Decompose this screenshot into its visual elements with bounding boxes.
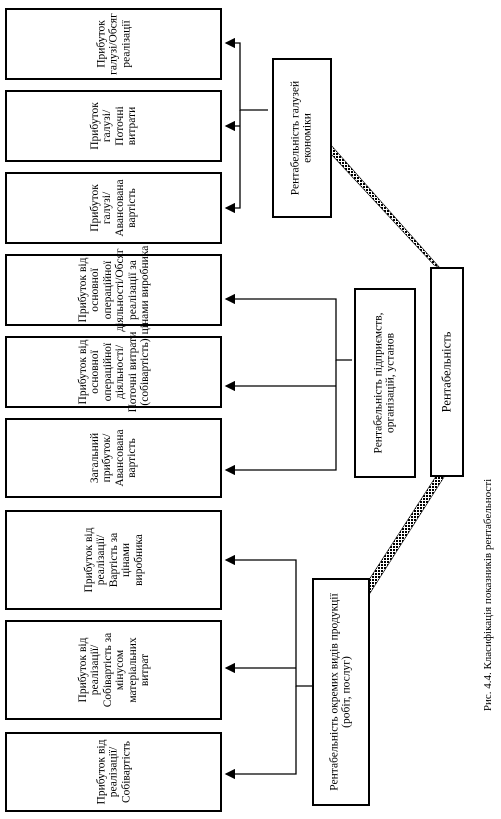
group-label: Рентабельність окремих видів продукції (… [328,593,353,791]
root-box: Рентабельність [430,267,464,477]
leaf-enterprise-sales: Прибуток від основної операційної діяльн… [5,246,222,334]
group-products: Рентабельність окремих видів продукції (… [312,578,370,806]
leaf-industry-sales: Прибуток галузі/Обсяг реалізації [5,8,222,80]
leaf-label: Прибуток від реалізації/Вартість за ціна… [82,527,145,593]
connector-group-3 [224,554,312,780]
root-label: Рентабельність [439,331,454,413]
leaf-label: Прибуток від реалізації/Собівартість за … [76,632,151,708]
leaf-label: Прибуток галузі/Авансована вартість [88,179,138,237]
leaf-label: Прибуток від основної операційної діяльн… [76,331,151,413]
connector-group-1 [224,37,268,214]
leaf-label: Прибуток галузі/Поточні витрати [88,102,138,150]
figure-caption: Рис. 4.4. Класифікація показників рентаб… [482,478,494,712]
leaf-label: Прибуток від основної операційної діяльн… [76,245,151,335]
leaf-enterprise-costs: Прибуток від основної операційної діяльн… [5,332,222,412]
group-label: Рентабельність підприємств, організацій,… [372,312,397,454]
leaf-product-price: Прибуток від реалізації/Вартість за ціна… [5,510,222,610]
leaf-industry-advanced: Прибуток галузі/Авансована вартість [5,172,222,244]
group-industry: Рентабельність галузей економіки [272,58,332,218]
leaf-label: Прибуток галузі/Обсяг реалізації [94,13,132,75]
leaf-industry-costs: Прибуток галузі/Поточні витрати [5,90,222,162]
group-enterprise: Рентабельність підприємств, організацій,… [354,288,416,478]
leaf-product-net-cost: Прибуток від реалізації/Собівартість за … [5,620,222,720]
leaf-enterprise-advanced: Загальний прибуток/Авансована вартість [5,418,222,498]
leaf-label: Загальний прибуток/Авансована вартість [88,429,138,487]
leaf-product-cost: Прибуток від реалізації/Собівартість [5,732,222,812]
leaf-label: Прибуток від реалізації/Собівартість [94,739,132,805]
group-label: Рентабельність галузей економіки [289,80,314,196]
connector-group-2 [224,293,352,476]
connector-root-top [317,135,441,269]
